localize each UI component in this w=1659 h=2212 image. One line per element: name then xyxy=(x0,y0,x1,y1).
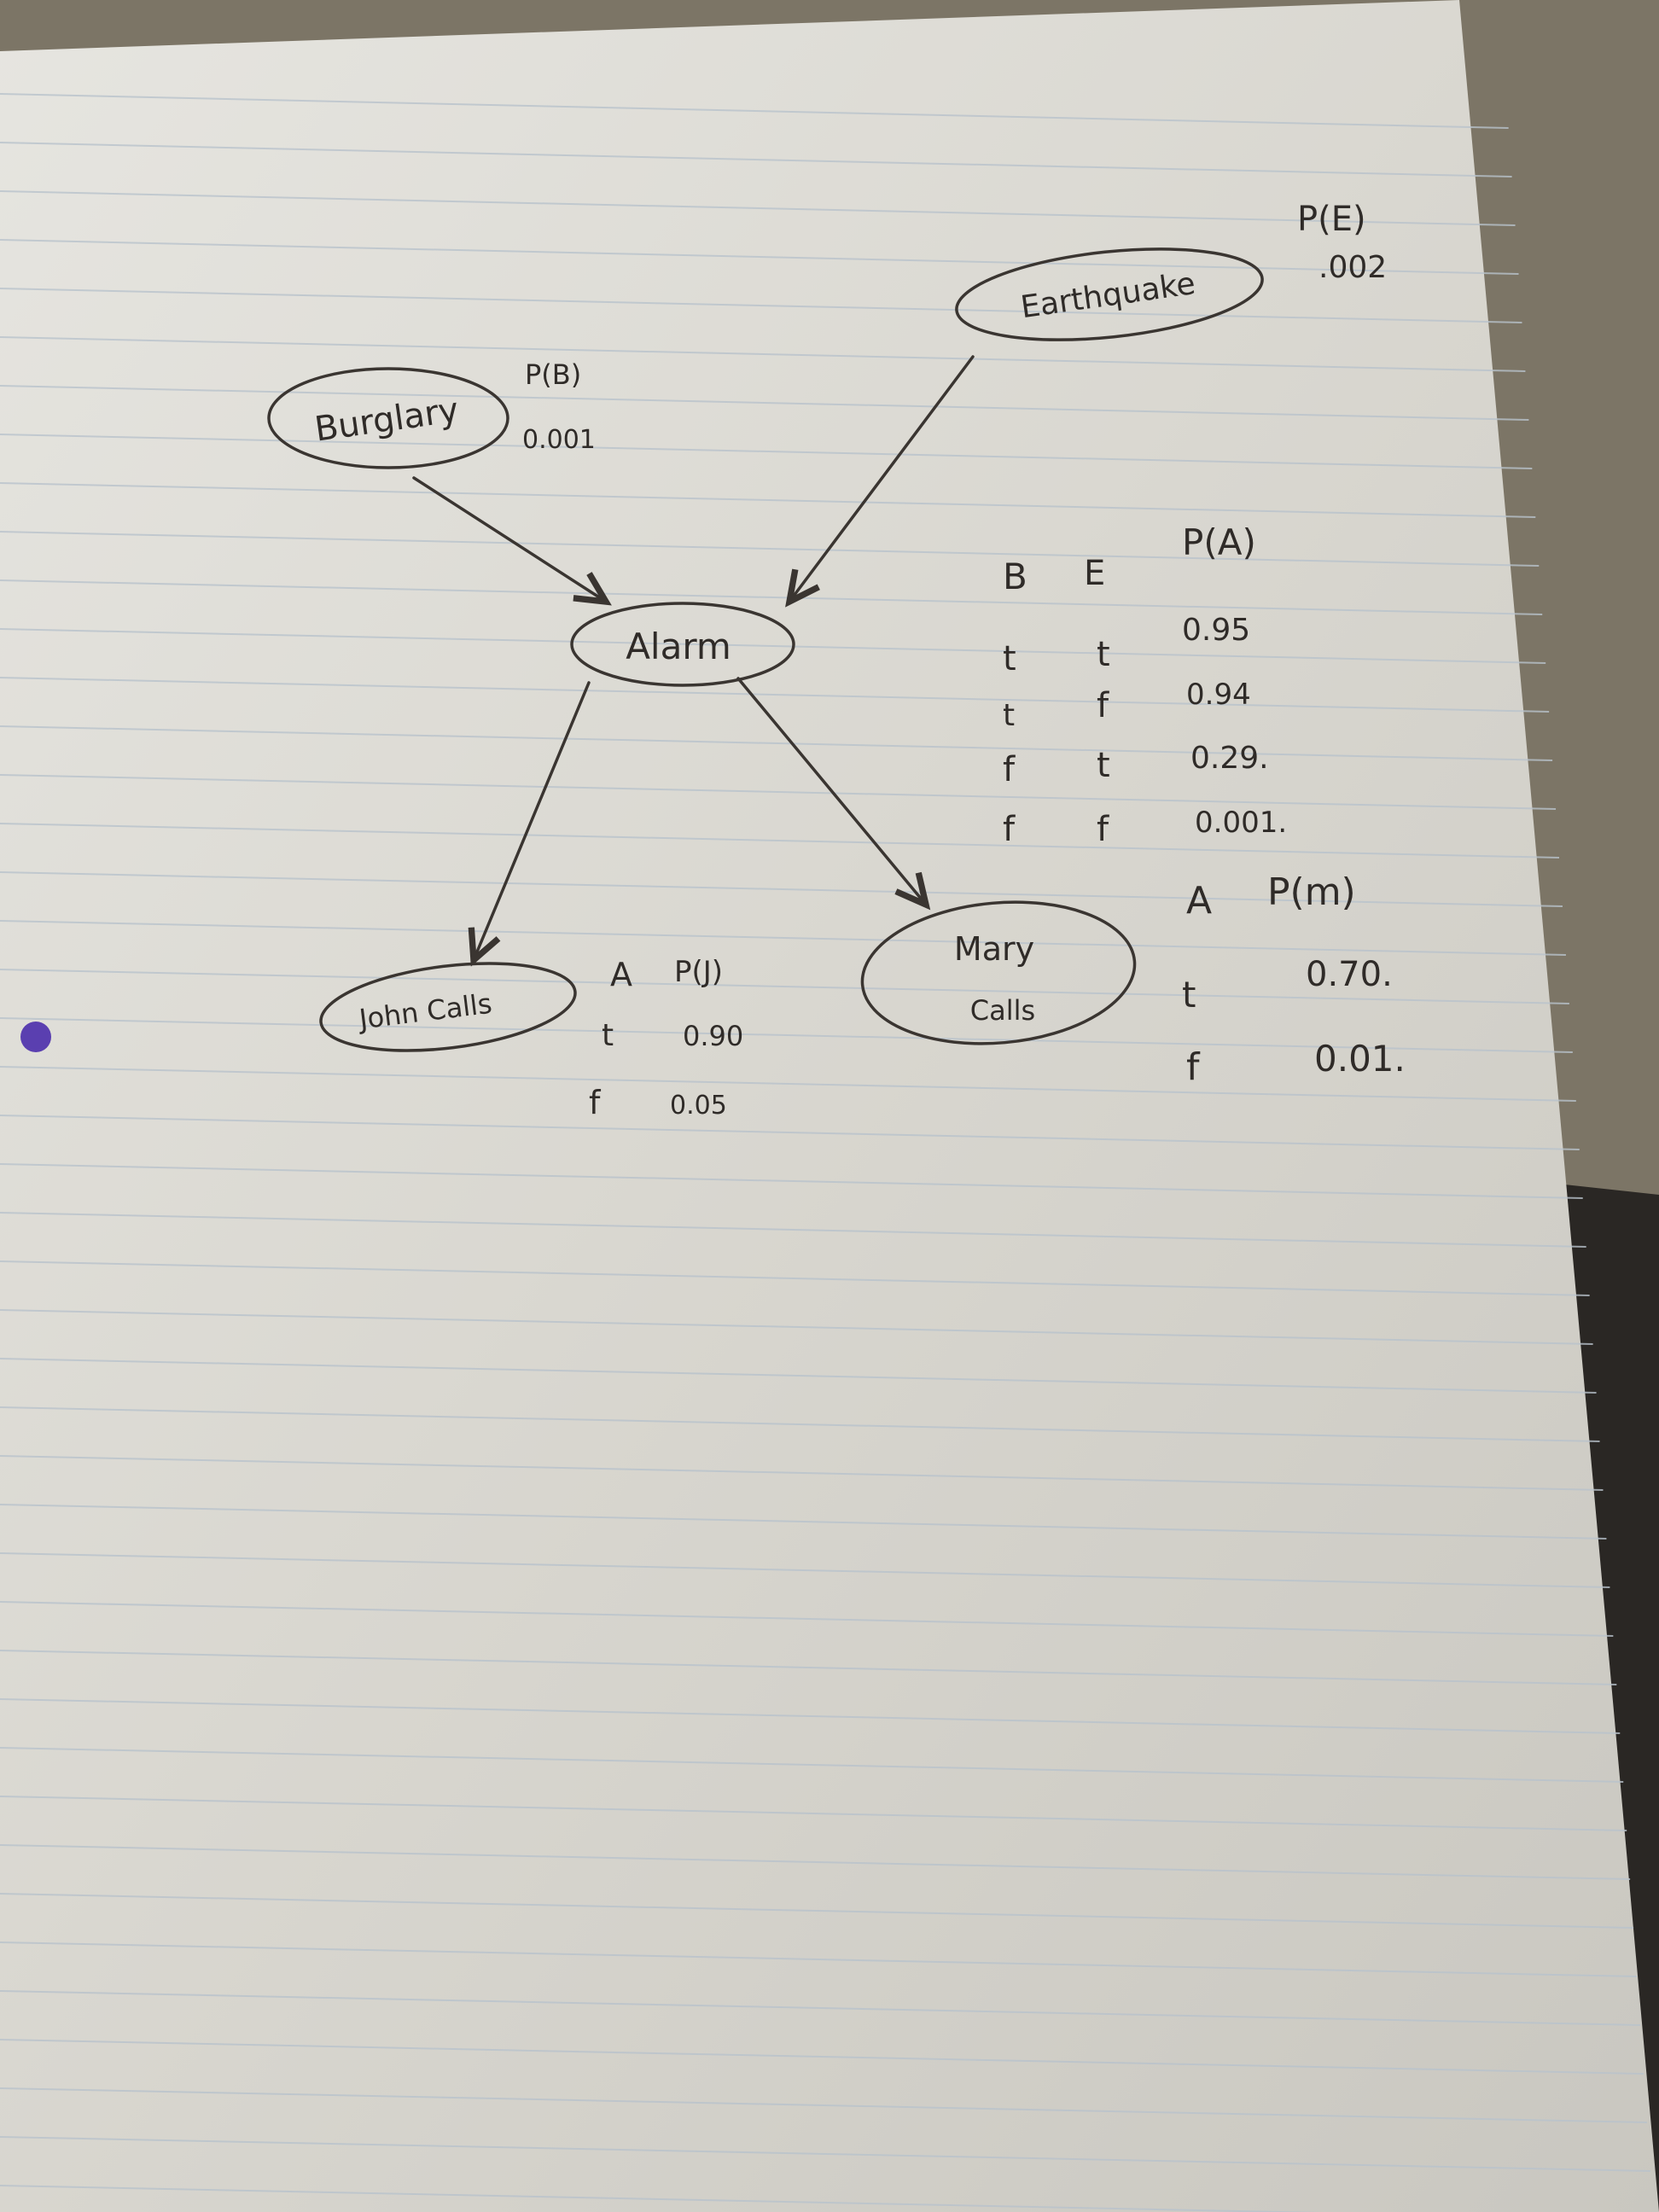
mary-cpt-header-a: A xyxy=(1186,879,1212,923)
john-cpt: A P(J) t 0.90 f 0.05 xyxy=(589,955,743,1121)
alarm-cpt-r3-p: 0.29. xyxy=(1190,741,1269,776)
ruled-line xyxy=(0,288,1522,323)
ruled-line xyxy=(0,1115,1580,1150)
mary-cpt-r1-p: 0.70. xyxy=(1306,955,1393,994)
label-calls: Calls xyxy=(970,994,1035,1027)
edge-burglary-alarm xyxy=(412,476,612,606)
ruled-line xyxy=(0,1893,1634,1929)
ruled-line xyxy=(0,2136,1650,2172)
ruled-lines xyxy=(0,93,1650,2212)
john-cpt-r1-p: 0.90 xyxy=(683,1020,743,1052)
alarm-cpt-r4-p: 0.001. xyxy=(1195,806,1287,840)
ruled-line xyxy=(0,2185,1324,2212)
ruled-line xyxy=(0,1552,1610,1588)
edge-earthquake-alarm xyxy=(785,355,975,608)
ruled-line xyxy=(0,1406,1600,1442)
ruled-line xyxy=(0,2039,1644,2075)
alarm-cpt-r4-e: f xyxy=(1097,810,1109,849)
node-earthquake xyxy=(955,247,1264,341)
alarm-cpt-r3-e: t xyxy=(1097,746,1110,785)
alarm-cpt-header-b: B xyxy=(1003,556,1027,597)
mary-cpt-r2-a: f xyxy=(1186,1045,1201,1089)
ruled-line xyxy=(0,1455,1604,1491)
mary-cpt: A P(m) t 0.70. f 0.01. xyxy=(1182,870,1406,1089)
ruled-line xyxy=(0,385,1529,421)
ruled-line xyxy=(0,579,1543,615)
john-cpt-r2-p: 0.05 xyxy=(670,1091,727,1121)
ruled-line xyxy=(0,1844,1631,1880)
ruled-line xyxy=(0,482,1536,518)
alarm-cpt-r1-e: t xyxy=(1097,635,1110,674)
alarm-cpt-r4-b: f xyxy=(1003,810,1016,849)
ruled-line xyxy=(0,1163,1583,1199)
ruled-line xyxy=(0,2087,1647,2123)
ruled-line xyxy=(0,920,1566,956)
edge-alarm-mary xyxy=(736,677,931,911)
ruled-line xyxy=(0,774,1557,810)
john-cpt-header-pj: P(J) xyxy=(674,955,723,989)
ruled-line xyxy=(0,239,1519,275)
label-alarm: Alarm xyxy=(626,626,731,667)
ruled-line xyxy=(0,1358,1597,1394)
john-cpt-r1-a: t xyxy=(602,1018,614,1053)
john-cpt-r2-a: f xyxy=(589,1084,602,1121)
ruled-line xyxy=(0,1941,1638,1977)
burglary-prior-value: 0.001 xyxy=(522,425,596,455)
ruled-line xyxy=(0,1990,1641,2026)
alarm-cpt-r1-b: t xyxy=(1003,639,1016,678)
alarm-cpt-r2-e: f xyxy=(1097,686,1109,725)
alarm-cpt-header-e: E xyxy=(1084,554,1105,593)
alarm-cpt: B E P(A) t t 0.95 t f 0.94 f t 0.29. f f… xyxy=(1003,521,1287,849)
edge-alarm-john xyxy=(468,681,591,967)
ruled-line xyxy=(0,725,1553,761)
node-alarm xyxy=(570,602,795,687)
label-mary: Mary xyxy=(954,930,1034,968)
ruled-line xyxy=(0,434,1533,469)
ruled-line xyxy=(0,1698,1621,1734)
ruled-line xyxy=(0,1066,1576,1102)
ruled-line xyxy=(0,1212,1586,1248)
ruled-line xyxy=(0,1601,1614,1637)
john-cpt-header-a: A xyxy=(610,956,632,993)
ruled-line xyxy=(0,190,1516,226)
ruled-line xyxy=(0,93,1509,129)
alarm-cpt-r1-p: 0.95 xyxy=(1182,613,1250,648)
burglary-prior-header: P(B) xyxy=(525,358,581,391)
ruled-line xyxy=(0,531,1540,567)
ruled-line xyxy=(0,1017,1573,1053)
mary-cpt-header-pm: P(m) xyxy=(1267,870,1356,914)
alarm-cpt-r2-p: 0.94 xyxy=(1186,678,1251,712)
ruled-line xyxy=(0,823,1560,859)
ruled-line xyxy=(0,1650,1617,1685)
node-john-calls xyxy=(319,962,577,1052)
ruled-line xyxy=(0,677,1550,713)
ruled-line xyxy=(0,1309,1593,1345)
alarm-cpt-r2-b: t xyxy=(1003,698,1015,733)
ruled-line xyxy=(0,969,1569,1004)
node-burglary xyxy=(267,367,509,469)
ruled-line xyxy=(0,871,1563,907)
alarm-cpt-header-pa: P(A) xyxy=(1182,521,1256,563)
margin-dot xyxy=(20,1022,51,1052)
ruled-line xyxy=(0,1747,1624,1783)
earthquake-prior-value: .002 xyxy=(1318,250,1387,285)
node-mary-calls xyxy=(860,900,1137,1045)
ruled-line xyxy=(0,1260,1590,1296)
mary-cpt-r1-a: t xyxy=(1182,974,1196,1016)
ruled-line xyxy=(0,1504,1607,1540)
ruled-line xyxy=(0,1796,1627,1831)
mary-cpt-r2-p: 0.01. xyxy=(1314,1038,1406,1080)
ruled-line xyxy=(0,142,1512,178)
ruled-line xyxy=(0,628,1546,664)
ruled-line xyxy=(0,336,1526,372)
earthquake-prior-header: P(E) xyxy=(1297,200,1366,239)
alarm-cpt-r3-b: f xyxy=(1003,750,1016,789)
